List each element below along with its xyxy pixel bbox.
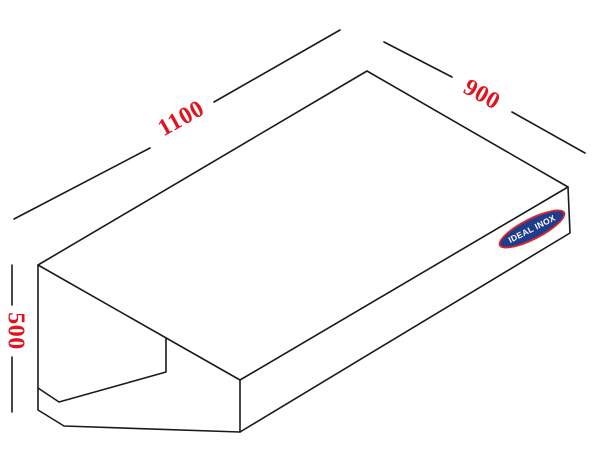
length-label: 1100 [154,96,209,142]
height-label: 500 [2,312,28,350]
depth-dim-line-upper [383,41,453,78]
length-dim-line-upper [213,29,341,103]
logo-badge [500,211,564,247]
depth-label: 900 [459,74,504,115]
length-dimension: 1100 [13,29,341,220]
hood-front-right-face [239,186,571,433]
height-dimension: 500 [2,264,29,413]
hood-top-face [37,70,569,381]
hood-outline [37,70,571,433]
brand-logo: IDEAL INOX [498,209,566,249]
hood-left-end-face [37,264,241,433]
hood-inner-opening [37,337,167,403]
depth-dim-line-lower [511,111,586,154]
length-dim-line-lower [13,147,151,220]
